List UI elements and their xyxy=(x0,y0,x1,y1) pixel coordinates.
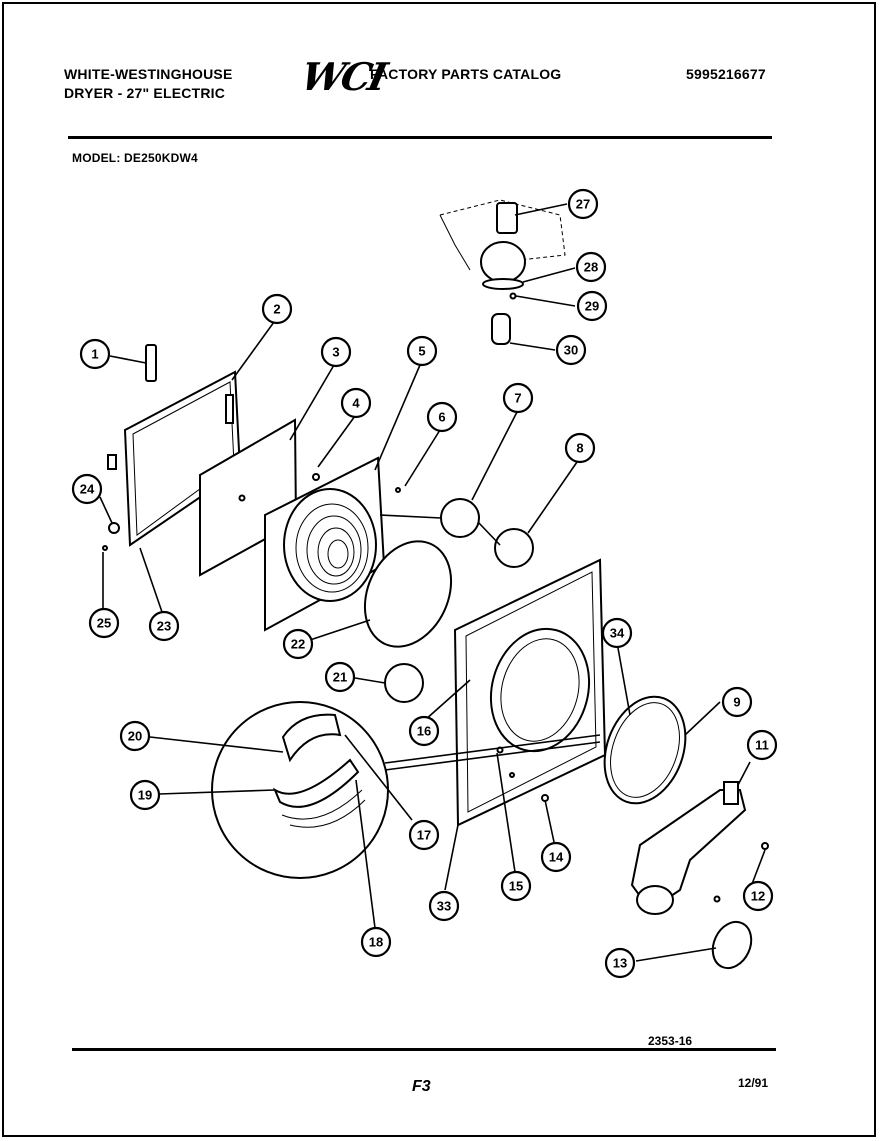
callout-7: 7 xyxy=(502,382,534,414)
door-seal-ring xyxy=(363,540,453,648)
svg-text:33: 33 xyxy=(437,899,451,914)
svg-text:4: 4 xyxy=(352,396,360,411)
svg-text:14: 14 xyxy=(549,850,564,865)
callout-34: 34 xyxy=(601,617,633,649)
header-rule xyxy=(68,136,772,139)
svg-text:1: 1 xyxy=(91,347,98,362)
svg-text:22: 22 xyxy=(291,637,305,652)
product-description: DRYER - 27" ELECTRIC xyxy=(64,85,226,101)
revision-date: 12/91 xyxy=(738,1076,769,1090)
callout-20: 20 xyxy=(119,720,151,752)
svg-text:21: 21 xyxy=(333,670,347,685)
callout-9: 9 xyxy=(721,686,753,718)
svg-text:12: 12 xyxy=(751,889,765,904)
svg-text:11: 11 xyxy=(755,738,769,753)
page-code: F3 xyxy=(412,1078,431,1095)
svg-text:27: 27 xyxy=(576,197,590,212)
model-label: MODEL: DE250KDW4 xyxy=(72,151,198,165)
callout-19: 19 xyxy=(129,779,161,811)
svg-text:2: 2 xyxy=(273,302,280,317)
svg-text:25: 25 xyxy=(97,616,111,631)
callout-18: 18 xyxy=(360,926,392,958)
door-inner-liner xyxy=(264,456,401,632)
callout-27: 27 xyxy=(567,188,599,220)
callout-17: 17 xyxy=(408,819,440,851)
screw xyxy=(761,842,769,850)
svg-text:29: 29 xyxy=(585,299,599,314)
drawing-number: 2353-16 xyxy=(648,1034,693,1048)
catalog-number: 5995216677 xyxy=(686,66,766,82)
callout-3: 3 xyxy=(320,336,352,368)
callout-23: 23 xyxy=(148,610,180,642)
hinge-bracket xyxy=(630,781,747,915)
svg-text:9: 9 xyxy=(733,695,740,710)
detail-magnifier xyxy=(211,701,601,879)
callout-13: 13 xyxy=(604,947,636,979)
bearing-ring xyxy=(711,920,753,970)
callout-29: 29 xyxy=(576,290,608,322)
front-panel xyxy=(453,558,607,827)
callout-22: 22 xyxy=(282,628,314,660)
leader-lines xyxy=(99,203,766,962)
svg-text:6: 6 xyxy=(438,410,445,425)
callout-25: 25 xyxy=(88,607,120,639)
svg-text:16: 16 xyxy=(417,724,431,739)
callout-5: 5 xyxy=(406,335,438,367)
callout-14: 14 xyxy=(540,841,572,873)
svg-text:19: 19 xyxy=(138,788,152,803)
svg-text:3: 3 xyxy=(332,345,339,360)
callout-21: 21 xyxy=(324,661,356,693)
svg-text:23: 23 xyxy=(157,619,171,634)
catalog-title: FACTORY PARTS CATALOG xyxy=(370,66,562,82)
callout-2: 2 xyxy=(261,293,293,325)
callout-33: 33 xyxy=(428,890,460,922)
callout-15: 15 xyxy=(500,870,532,902)
svg-text:5: 5 xyxy=(418,344,425,359)
svg-text:24: 24 xyxy=(80,482,95,497)
callout-11: 11 xyxy=(746,729,778,761)
svg-text:13: 13 xyxy=(613,956,627,971)
svg-text:15: 15 xyxy=(509,879,523,894)
brand-name: WHITE-WESTINGHOUSE xyxy=(64,66,233,82)
svg-text:30: 30 xyxy=(564,343,578,358)
callout-16: 16 xyxy=(408,715,440,747)
svg-text:34: 34 xyxy=(610,626,625,641)
callout-30: 30 xyxy=(555,334,587,366)
footer-rule xyxy=(72,1048,776,1051)
svg-text:7: 7 xyxy=(514,391,521,406)
bulkhead-ring xyxy=(603,695,687,805)
callout-8: 8 xyxy=(564,432,596,464)
hinge-parts xyxy=(379,498,534,703)
svg-text:17: 17 xyxy=(417,828,431,843)
callout-12: 12 xyxy=(742,880,774,912)
callout-1: 1 xyxy=(79,338,111,370)
callout-24: 24 xyxy=(71,473,103,505)
svg-text:28: 28 xyxy=(584,260,598,275)
svg-text:8: 8 xyxy=(576,441,583,456)
callout-28: 28 xyxy=(575,251,607,283)
callout-6: 6 xyxy=(426,401,458,433)
callout-4: 4 xyxy=(340,387,372,419)
lamp-assembly xyxy=(439,199,566,345)
svg-text:20: 20 xyxy=(128,729,142,744)
svg-text:18: 18 xyxy=(369,935,383,950)
